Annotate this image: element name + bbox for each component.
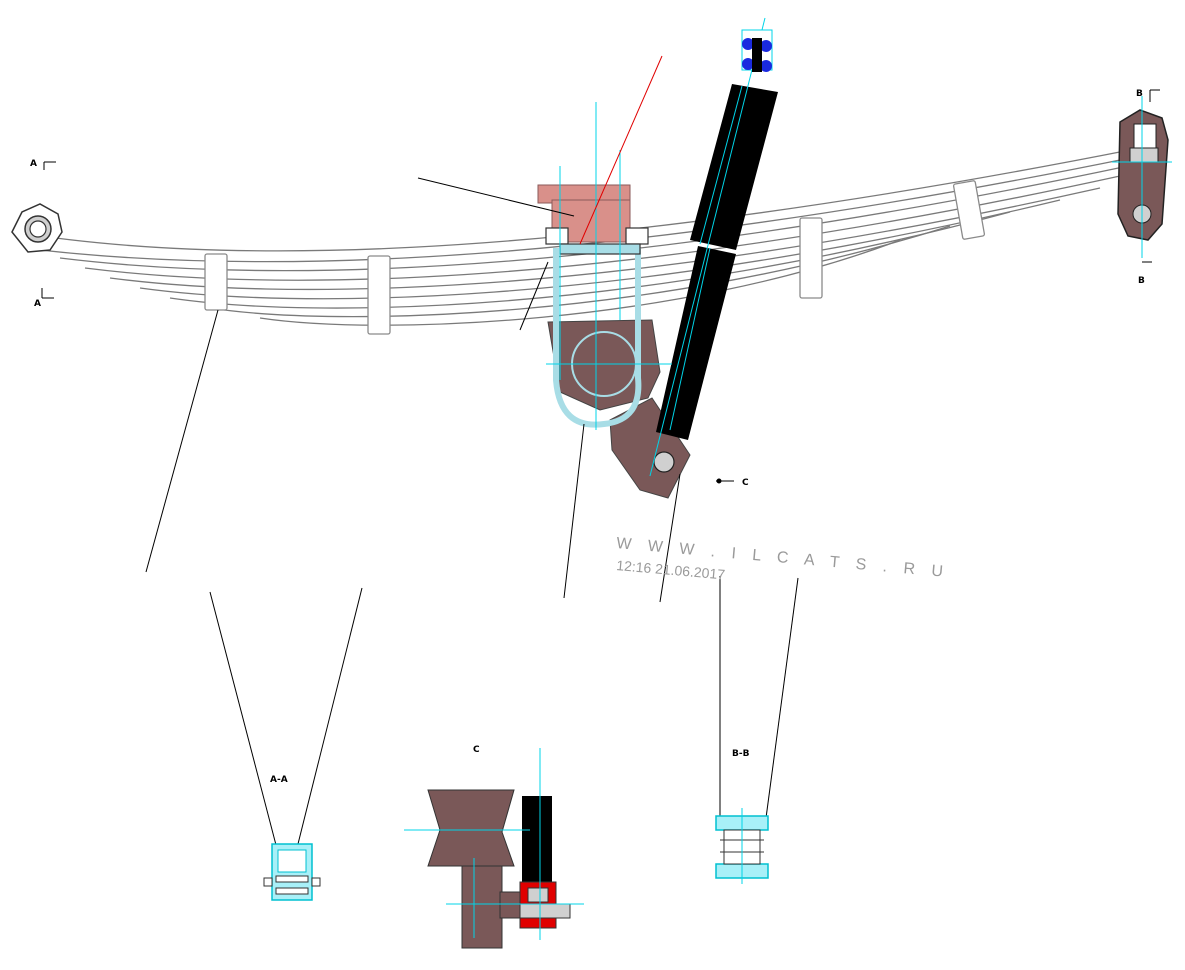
view-a-a [263, 843, 321, 901]
section-label-a-top: A [30, 159, 37, 169]
view-b-b [715, 808, 769, 884]
u-bolt [553, 248, 642, 428]
section-label-b-top: B [1136, 89, 1143, 99]
view-label-b-b: B-B [732, 749, 750, 759]
section-label-b-bottom: B [1138, 276, 1145, 286]
shock-top-bolts [741, 29, 773, 72]
shock-absorber [649, 17, 778, 477]
red-leader-line [579, 55, 663, 245]
section-label-c-arrow: C [742, 478, 749, 488]
centerlines [546, 102, 672, 430]
section-label-a-bottom: A [34, 299, 41, 309]
view-c [404, 748, 584, 949]
view-label-c: C [473, 745, 480, 755]
axle-bracket [537, 184, 691, 499]
spring-eye [11, 203, 63, 253]
shackle [1112, 89, 1172, 263]
leader-lines [145, 177, 799, 869]
u-bolt-nuts [545, 227, 649, 255]
spring-clamps [204, 180, 986, 335]
section-markers [41, 161, 734, 484]
watermark-timestamp: 12:16 21.06.2017 [616, 557, 726, 582]
view-label-a-a: A-A [270, 775, 288, 785]
